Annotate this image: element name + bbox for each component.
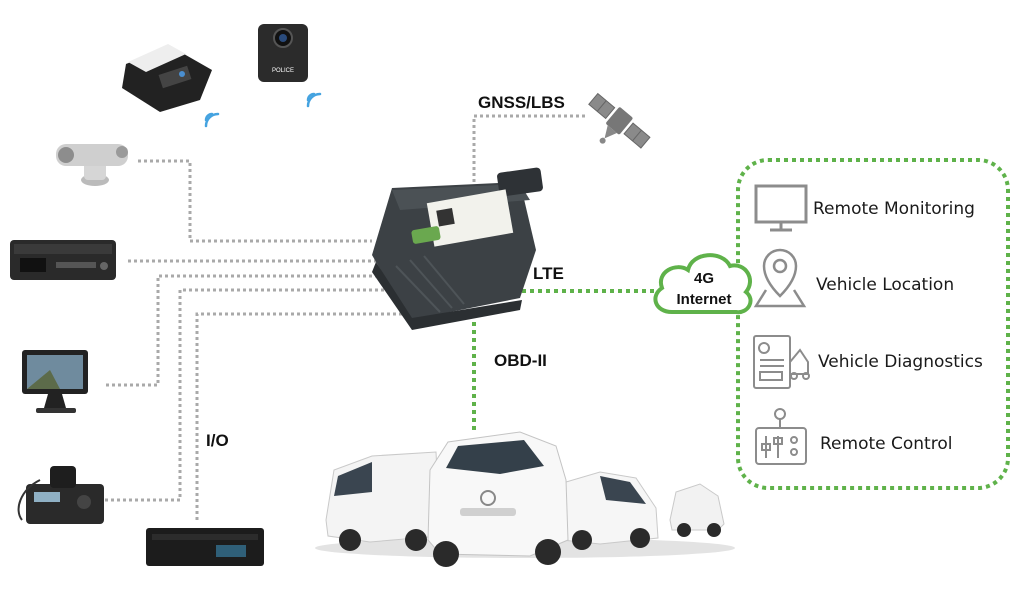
vehicles-fleet	[315, 431, 735, 567]
monitor-connection	[106, 274, 392, 387]
control-panel-icon	[755, 408, 807, 465]
van-3	[559, 471, 659, 550]
telematics-device	[372, 167, 543, 330]
wifi-icon	[204, 112, 220, 128]
wifi-icon	[306, 92, 322, 108]
green-connections	[472, 158, 1010, 490]
mdvr-device	[10, 240, 116, 280]
monitor-icon	[754, 184, 808, 232]
body-camera-badge: POLICE	[272, 68, 294, 74]
ptz-camera-device	[56, 144, 128, 186]
cloud-shape	[653, 253, 753, 315]
two-way-radio-device	[17, 466, 104, 524]
cloud-4g: 4G Internet	[653, 253, 753, 315]
map-pin-icon	[753, 248, 807, 308]
peripheral-connections	[105, 114, 585, 520]
body-camera-device: POLICE	[258, 24, 308, 82]
lte-label: LTE	[533, 264, 564, 283]
feature-label-vehicle-diagnostics: Vehicle Diagnostics	[818, 352, 983, 372]
cloud-label-internet: Internet	[676, 291, 731, 308]
van-4	[669, 483, 725, 537]
radio-connection	[105, 288, 396, 502]
gnss-connection	[472, 114, 585, 182]
io-label: I/O	[206, 431, 229, 450]
vehicle-monitor-device	[22, 350, 88, 413]
diagnostics-icon	[753, 335, 810, 389]
camera-connection	[138, 159, 372, 243]
power-unit-device	[146, 528, 264, 566]
features-frame	[736, 158, 1010, 490]
feature-label-remote-monitoring: Remote Monitoring	[813, 199, 975, 219]
ups-connection	[195, 312, 405, 520]
cloud-label-4g: 4G	[694, 270, 714, 287]
satellite-icon	[588, 92, 651, 149]
feature-label-vehicle-location: Vehicle Location	[816, 275, 954, 295]
printer-device	[122, 44, 212, 112]
feature-label-remote-control: Remote Control	[820, 434, 952, 454]
van-2	[427, 431, 569, 567]
obd-label: OBD-II	[494, 351, 547, 370]
van-1	[325, 451, 441, 551]
gnss-label: GNSS/LBS	[478, 93, 565, 112]
